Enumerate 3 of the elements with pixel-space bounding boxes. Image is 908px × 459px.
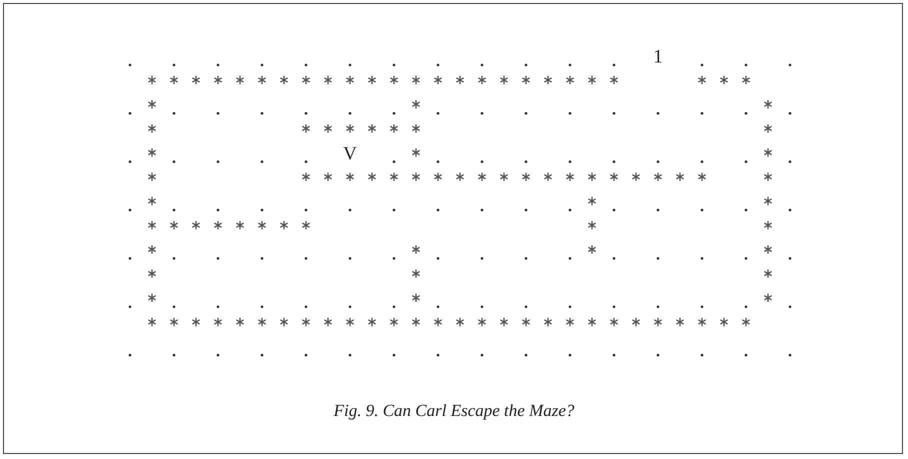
figure-caption: Fig. 9. Can Carl Escape the Maze? bbox=[334, 401, 574, 420]
maze-marker: 1 bbox=[653, 48, 663, 66]
maze-marker: V bbox=[343, 144, 357, 164]
